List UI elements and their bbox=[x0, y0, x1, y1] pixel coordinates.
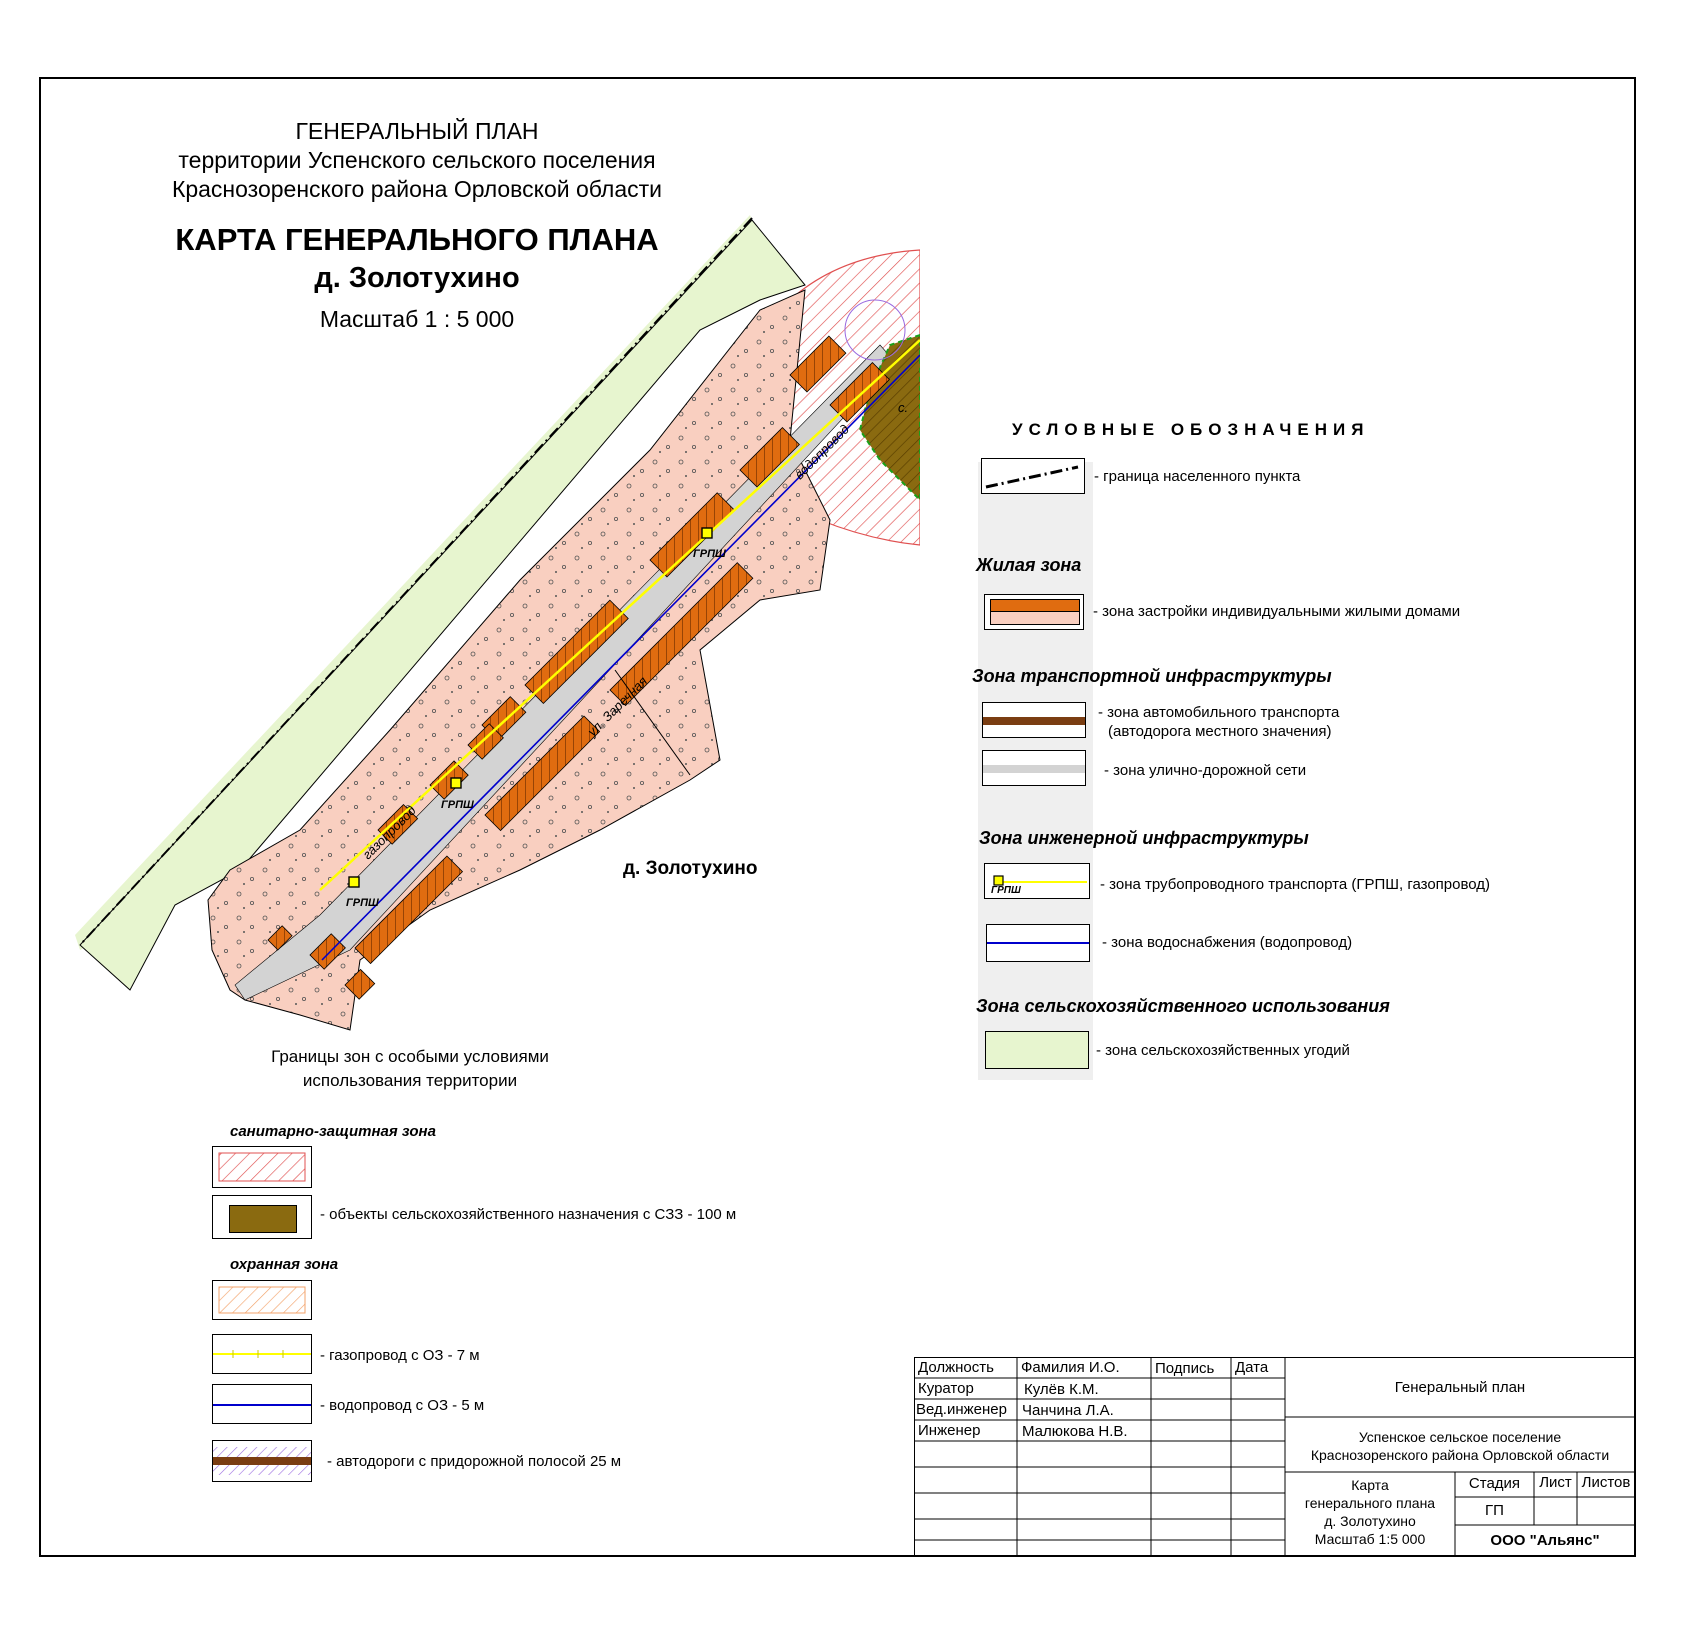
gas-pipeline bbox=[319, 339, 920, 891]
header-line1: ГЕНЕРАЛЬНЫЙ ПЛАН bbox=[295, 118, 539, 144]
stamp-col-name: Фамилия И.О. bbox=[1021, 1359, 1120, 1376]
buildings-south bbox=[309, 362, 890, 1000]
special-zones-title-1: Границы зон с особыми условиями bbox=[271, 1047, 549, 1066]
village-label: д. Золотухино bbox=[623, 858, 758, 879]
protect-title: охранная зона bbox=[230, 1256, 339, 1273]
map-place: д. Золотухино bbox=[314, 262, 520, 294]
water-oz-label: - водопровод с ОЗ - 5 м bbox=[320, 1397, 485, 1414]
protect-swatch bbox=[212, 1280, 312, 1320]
stamp-sheet-line4: Масштаб 1:5 000 bbox=[1314, 1531, 1426, 1547]
stamp-stage-label: Стадия bbox=[1468, 1475, 1521, 1492]
stamp-sheet-line3: д. Золотухино bbox=[1324, 1513, 1416, 1529]
water-swatch bbox=[986, 924, 1090, 962]
agri-swatch bbox=[985, 1031, 1089, 1069]
stamp-doc-title: Генеральный план bbox=[1394, 1379, 1526, 1396]
gas-oz-label: - газопровод с ОЗ - 7 м bbox=[320, 1347, 480, 1364]
transport-road-swatch bbox=[982, 702, 1086, 738]
stamp-grid bbox=[914, 1357, 1635, 1556]
engineering-title: Зона инженерной инфраструктуры bbox=[979, 828, 1309, 848]
agricultural-land bbox=[79, 219, 806, 991]
stamp-sheet-line2: генерального плана bbox=[1304, 1495, 1436, 1511]
stamp-row1-name: Кулёв К.М. bbox=[1024, 1381, 1099, 1398]
side-road bbox=[614, 669, 691, 776]
stamp-sheet-label: Лист bbox=[1539, 1474, 1572, 1491]
stamp-sheets-label: Листов bbox=[1581, 1474, 1631, 1491]
title-block: Должность Фамилия И.О. Подпись Дата Кура… bbox=[914, 1357, 1636, 1557]
engineering-label-1: - зона трубопроводного транспорта (ГРПШ,… bbox=[1100, 876, 1491, 893]
water-oz-swatch bbox=[212, 1384, 312, 1424]
sanitary-swatch bbox=[212, 1146, 312, 1188]
stamp-col-position: Должность bbox=[918, 1359, 994, 1376]
residential-swatch bbox=[984, 594, 1084, 630]
transport-label-1b: (автодорога местного значения) bbox=[1108, 723, 1332, 740]
header-line3: Краснозоренского района Орловской област… bbox=[171, 176, 663, 202]
road-buffer bbox=[844, 299, 906, 361]
transport-label-2: - зона улично-дорожной сети bbox=[1104, 762, 1307, 779]
agri-object-area bbox=[858, 333, 920, 502]
special-zones-title-2: использования территории bbox=[302, 1071, 518, 1090]
residential-label: - зона застройки индивидуальными жилыми … bbox=[1093, 603, 1461, 620]
stamp-org-line2: Краснозоренского района Орловской област… bbox=[1310, 1447, 1610, 1463]
street-network-swatch bbox=[982, 750, 1086, 786]
stamp-col-date: Дата bbox=[1235, 1359, 1269, 1376]
stamp-org-line1: Успенское сельское поселение bbox=[1358, 1429, 1562, 1445]
engineering-label-2: - зона водоснабжения (водопровод) bbox=[1102, 934, 1353, 951]
sanitary-title: санитарно-защитная зона bbox=[230, 1123, 436, 1140]
residential-zone-area bbox=[207, 289, 831, 1031]
grpsh-marker-2 bbox=[450, 777, 462, 789]
agricultural-strip bbox=[75, 215, 752, 950]
transport-label-1a: - зона автомобильного транспорта bbox=[1098, 704, 1340, 721]
stamp-sheet-line1: Карта bbox=[1351, 1477, 1389, 1493]
road-strip-label: - автодороги с придорожной полосой 25 м bbox=[327, 1453, 622, 1470]
agri-object-swatch bbox=[212, 1195, 312, 1239]
legend-title: УСЛОВНЫЕ ОБОЗНАЧЕНИЯ bbox=[1012, 420, 1370, 439]
grpsh-marker-1 bbox=[701, 527, 713, 539]
grpsh-label-3: ГРПШ bbox=[346, 897, 379, 909]
drawing-frame bbox=[39, 77, 1636, 1557]
stamp-row1-position: Куратор bbox=[918, 1380, 974, 1397]
stamp-col-sign: Подпись bbox=[1155, 1360, 1215, 1377]
gas-swatch bbox=[212, 1334, 312, 1374]
boundary-label: - граница населенного пункта bbox=[1094, 468, 1301, 485]
map-title: КАРТА ГЕНЕРАЛЬНОГО ПЛАНА bbox=[175, 222, 659, 257]
road-strip-swatch bbox=[212, 1440, 312, 1482]
boundary-swatch bbox=[981, 458, 1085, 494]
grpsh-label-2: ГРПШ bbox=[441, 799, 474, 811]
header-line2: территории Успенского сельского поселени… bbox=[178, 147, 656, 173]
transport-title: Зона транспортной инфраструктуры bbox=[972, 666, 1332, 686]
stamp-row2-name: Чанчина Л.А. bbox=[1022, 1402, 1114, 1419]
residential-title: Жилая зона bbox=[976, 555, 1082, 575]
sanitary-label: - объекты сельскохозяйственного назначен… bbox=[320, 1206, 737, 1223]
pipeline-swatch: ГРПШ bbox=[984, 863, 1090, 899]
stamp-company: ООО "Альянс" bbox=[1490, 1532, 1600, 1549]
agri-title: Зона сельскохозяйственного использования bbox=[976, 996, 1390, 1016]
stamp-row3-position: Инженер bbox=[918, 1422, 981, 1439]
pipeline-swatch-label: ГРПШ bbox=[991, 885, 1021, 896]
settlement-boundary bbox=[79, 217, 753, 946]
agri-label: - зона сельскохозяйственных угодий bbox=[1096, 1042, 1350, 1059]
water-pipeline bbox=[321, 354, 920, 961]
neighbor-label: с. bbox=[898, 400, 908, 415]
grpsh-label-1: ГРПШ bbox=[693, 548, 726, 560]
stamp-row2-position: Вед.инженер bbox=[916, 1401, 1007, 1418]
stamp-row3-name: Малюкова Н.В. bbox=[1022, 1423, 1128, 1440]
map-scale: Масштаб 1 : 5 000 bbox=[319, 306, 515, 332]
stamp-stage-value: ГП bbox=[1485, 1502, 1504, 1519]
grpsh-marker-3 bbox=[348, 876, 360, 888]
